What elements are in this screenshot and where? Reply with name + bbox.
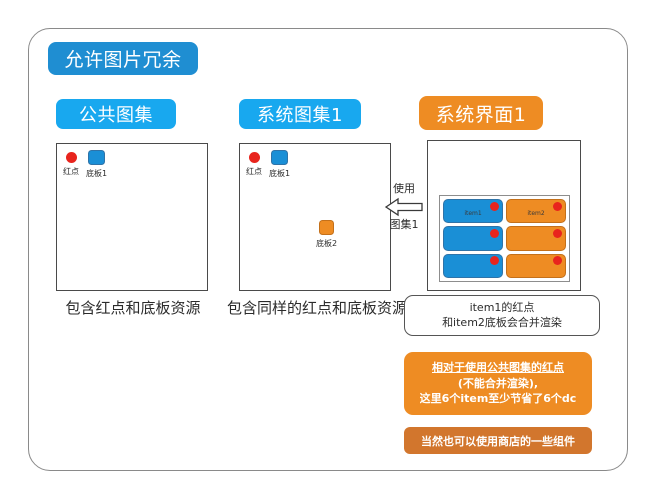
red-dot-icon	[65, 152, 77, 163]
merge-render-note-line1: item1的红点	[469, 300, 535, 314]
system-ui-grid: item1 item2	[443, 199, 566, 278]
public-atlas-caption: 包含红点和底板资源	[65, 299, 201, 317]
system-atlas-panel: 红点 底板1 底板2	[239, 143, 391, 291]
legend-item-red-dot: 红点	[63, 150, 79, 179]
red-dot-icon	[553, 201, 562, 211]
legend-item-red-dot: 红点	[246, 150, 262, 179]
drawcall-saving-note-line1: 相对于使用公共图集的红点	[432, 361, 564, 375]
ui-item[interactable]	[443, 253, 503, 278]
ui-item-label: item2	[527, 210, 545, 218]
ui-item[interactable]	[506, 253, 566, 278]
blue-panel-icon	[88, 150, 106, 165]
public-atlas-panel: 红点 底板1	[56, 143, 208, 291]
public-atlas-badge-label: 公共图集	[79, 105, 153, 126]
legend-label: 底板1	[86, 169, 108, 178]
red-dot-icon	[553, 256, 562, 266]
system-ui-panel: item1 item2	[427, 140, 581, 291]
system-atlas-badge-label: 系统图集1	[257, 105, 343, 126]
arrow-label-top: 使用	[393, 182, 415, 195]
legend-label: 红点	[63, 167, 79, 176]
drawcall-saving-note-line3: 这里6个item至少节省了6个dc	[419, 392, 577, 406]
store-components-note-label: 当然也可以使用商店的一些组件	[421, 434, 575, 448]
usage-arrow-group: 使用 图集1	[378, 182, 430, 232]
merge-render-note-line2: 和item2底板会合并渲染	[442, 315, 562, 329]
system-ui-badge-label: 系统界面1	[435, 103, 527, 126]
drawcall-saving-note: 相对于使用公共图集的红点 (不能合并渲染), 这里6个item至少节省了6个dc	[404, 352, 592, 415]
red-dot-icon	[490, 256, 499, 266]
legend-label: 底板1	[269, 169, 291, 178]
arrow-label-bottom: 图集1	[389, 218, 419, 232]
legend-label: 底板2	[316, 239, 338, 248]
public-atlas-badge: 公共图集	[56, 99, 176, 129]
ui-item[interactable]	[443, 226, 503, 251]
merge-render-note: item1的红点 和item2底板会合并渲染	[404, 295, 600, 336]
ui-item[interactable]	[506, 226, 566, 251]
title-badge-label: 允许图片冗余	[64, 49, 182, 71]
system-ui-grid-container: item1 item2	[439, 195, 570, 282]
left-arrow-icon	[384, 197, 423, 217]
drawcall-saving-note-line2: (不能合并渲染),	[457, 376, 539, 390]
legend-item-blue-panel: 底板1	[86, 150, 107, 179]
title-badge: 允许图片冗余	[48, 42, 198, 75]
red-dot-icon	[490, 228, 499, 238]
legend-label: 红点	[246, 167, 262, 176]
red-dot-icon	[553, 228, 562, 238]
orange-panel-icon	[319, 220, 335, 235]
blue-panel-icon	[271, 150, 289, 165]
system-atlas-legend: 红点 底板1	[246, 150, 290, 179]
system-ui-badge: 系统界面1	[419, 96, 543, 130]
ui-item[interactable]: item2	[506, 199, 566, 224]
system-atlas-extra-sprite: 底板2	[316, 220, 337, 249]
red-dot-icon	[490, 201, 499, 211]
ui-item[interactable]: item1	[443, 199, 503, 224]
legend-item-blue-panel: 底板1	[269, 150, 290, 179]
system-atlas-caption: 包含同样的红点和底板资源	[226, 299, 407, 317]
store-components-note: 当然也可以使用商店的一些组件	[404, 427, 592, 454]
public-atlas-legend: 红点 底板1	[63, 150, 107, 179]
red-dot-icon	[248, 152, 260, 163]
ui-item-label: item1	[464, 210, 482, 218]
system-atlas-badge: 系统图集1	[239, 99, 361, 129]
